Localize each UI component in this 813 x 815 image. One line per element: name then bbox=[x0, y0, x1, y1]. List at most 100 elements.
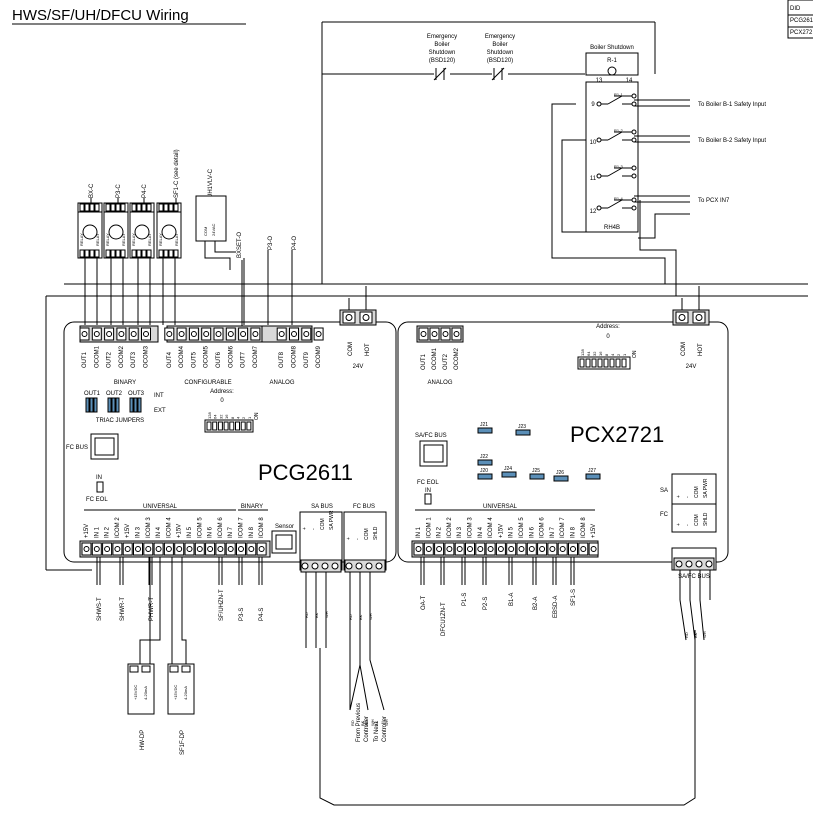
pcx-input-terminal-label: IN 3 bbox=[457, 526, 463, 538]
relay-terminal bbox=[168, 249, 174, 258]
pcx-input-terminal-label: ICOM 5 bbox=[519, 517, 525, 538]
pcx-input-terminal-label: ICOM 4 bbox=[488, 517, 494, 538]
power-hot-label: HOT bbox=[698, 343, 704, 356]
pcg-binary-input-label: BINARY bbox=[241, 504, 263, 510]
terminal-screw-head bbox=[248, 546, 255, 552]
pcg-input-terminal-label: IN 3 bbox=[136, 526, 142, 538]
relay-contact-dot bbox=[596, 101, 602, 107]
terminal-screw-head bbox=[580, 546, 587, 552]
pcx-input-terminal-label: +15V bbox=[498, 524, 504, 538]
pcx-address-label: Address: bbox=[596, 324, 620, 330]
jumper-pin bbox=[107, 397, 112, 413]
dip-value-label: 16 bbox=[598, 351, 603, 356]
sa-bus-terminal-label: SA PWR bbox=[329, 510, 335, 530]
pcx-jumper-label: J21 bbox=[480, 422, 488, 428]
terminal-screw-head bbox=[93, 546, 100, 552]
relay-terminal-number: 11 bbox=[590, 176, 597, 182]
dip-value-label: 4 bbox=[236, 416, 241, 419]
device-point-label: SF1-C (see detail) bbox=[174, 149, 180, 198]
pcx-fc-eol-label: FC EOL bbox=[417, 480, 439, 486]
relay-small-label: RELAY bbox=[147, 233, 152, 246]
pcx-fc-terminal-label: - bbox=[685, 524, 691, 526]
dip-toggle bbox=[621, 358, 627, 368]
terminal-screw-head bbox=[436, 546, 443, 552]
dip-value-label: 8 bbox=[230, 416, 235, 419]
pcx-input-terminal-label: ICOM 3 bbox=[468, 517, 474, 538]
dip-toggle bbox=[240, 421, 246, 431]
terminal-screw-head bbox=[685, 560, 693, 568]
dip-toggle bbox=[235, 421, 240, 431]
terminal-screw-head bbox=[467, 546, 473, 552]
pcg-configurable-label: CONFIGURABLE bbox=[184, 380, 231, 386]
pcx-input-point-label: SF1-S bbox=[571, 589, 577, 606]
terminal-screw-head bbox=[431, 331, 438, 337]
relay-terminal bbox=[89, 249, 95, 258]
terminal-screw-head bbox=[155, 546, 162, 552]
boiler-shutdown-relay-label: R-1 bbox=[607, 58, 617, 64]
terminal-screw-head bbox=[291, 331, 297, 337]
pcg-fc-eol-switch bbox=[96, 481, 104, 493]
terminal-screw-head bbox=[487, 546, 494, 552]
pcg-output-terminal-label: OUT1 bbox=[82, 351, 88, 368]
relay-contact-dot bbox=[631, 101, 637, 107]
relay-terminal-number: 10 bbox=[590, 140, 597, 146]
pcx-input-point-label: DFCU1ZN-T bbox=[441, 602, 447, 636]
pcx-output-terminal-label: OUT2 bbox=[443, 353, 449, 370]
terminal-screw-head bbox=[104, 546, 111, 552]
pcx-output-terminal-label: OCOM1 bbox=[432, 347, 438, 370]
pcx-bus-wire bbox=[679, 599, 687, 641]
pcg-output-terminal-label: OUT7 bbox=[241, 351, 247, 368]
pcx-jumper-label: J23 bbox=[518, 424, 526, 430]
terminal-screw-head bbox=[695, 560, 703, 568]
pcx-jumper-block bbox=[515, 429, 531, 436]
relay-contact bbox=[607, 131, 623, 141]
device-point-label: UH1VLV-C bbox=[208, 168, 214, 198]
relay-contact-dot bbox=[596, 205, 602, 211]
pcg-output-terminal-label: OCOM1 bbox=[94, 345, 100, 368]
pcg-input-terminal-label: IN 5 bbox=[187, 526, 193, 538]
relay-coil-icon bbox=[161, 224, 177, 240]
triac-jumpers-title: TRIAC JUMPERS bbox=[96, 418, 144, 424]
contact-gap bbox=[492, 70, 508, 78]
pcg-output-terminal-label: OUT2 bbox=[107, 351, 113, 368]
pcx-input-terminal-label: +15V bbox=[591, 524, 597, 538]
dip-toggle bbox=[579, 358, 585, 368]
relay-contact-dot bbox=[596, 137, 602, 143]
dp-terminal bbox=[129, 665, 139, 673]
terminal-screw-head bbox=[456, 546, 463, 552]
pcg-input-terminal-label: +15V bbox=[84, 524, 90, 538]
fc-bus-label: FC BUS bbox=[353, 504, 375, 510]
pcg-output-terminal-label: OUT8 bbox=[279, 351, 285, 368]
dip-value-label: 2 bbox=[616, 353, 621, 356]
pcx-safc-bottom-label: SA/FC BUS bbox=[678, 574, 710, 580]
pcg-sensor-label: Sensor bbox=[275, 524, 294, 530]
relay-terminal bbox=[158, 203, 164, 212]
terminal-screw-head bbox=[215, 331, 222, 337]
bus-wire-color: WH bbox=[368, 613, 373, 620]
fc-bus-terminal-label: COM bbox=[364, 528, 370, 540]
pcg-output-point-label: P3-O bbox=[268, 236, 274, 250]
terminal-screw-head bbox=[81, 331, 88, 337]
relay-output-label: To Boiler B-1 Safety Input bbox=[698, 102, 766, 108]
relay-terminal bbox=[105, 203, 111, 212]
relay-contact-dot bbox=[631, 173, 637, 179]
fc-bus-wire bbox=[369, 640, 385, 711]
pcx-universal-label: UNIVERSAL bbox=[483, 504, 518, 510]
pcx-jumper-block bbox=[501, 471, 517, 478]
pcg-input-terminal-label: ICOM 6 bbox=[218, 517, 224, 538]
sa-bus-terminal-label: + bbox=[302, 527, 308, 530]
pcx-input-terminal-label: ICOM 6 bbox=[540, 517, 546, 538]
terminal-screw-head bbox=[518, 546, 525, 552]
terminal-screw-head bbox=[258, 546, 265, 552]
relay-terminal bbox=[94, 203, 100, 212]
fc-bus-wire bbox=[349, 664, 361, 711]
jumper-pin bbox=[137, 397, 142, 413]
pcx-input-terminal-label: IN 8 bbox=[571, 526, 577, 538]
terminal-screw-head bbox=[446, 546, 453, 552]
triac-ext-label: EXT bbox=[154, 408, 166, 414]
relay-small-label: RELAY bbox=[158, 233, 163, 246]
relay-terminal bbox=[168, 203, 174, 212]
terminal-screw-head bbox=[362, 314, 370, 321]
uh-terminal-label: 24VAC bbox=[211, 224, 216, 236]
